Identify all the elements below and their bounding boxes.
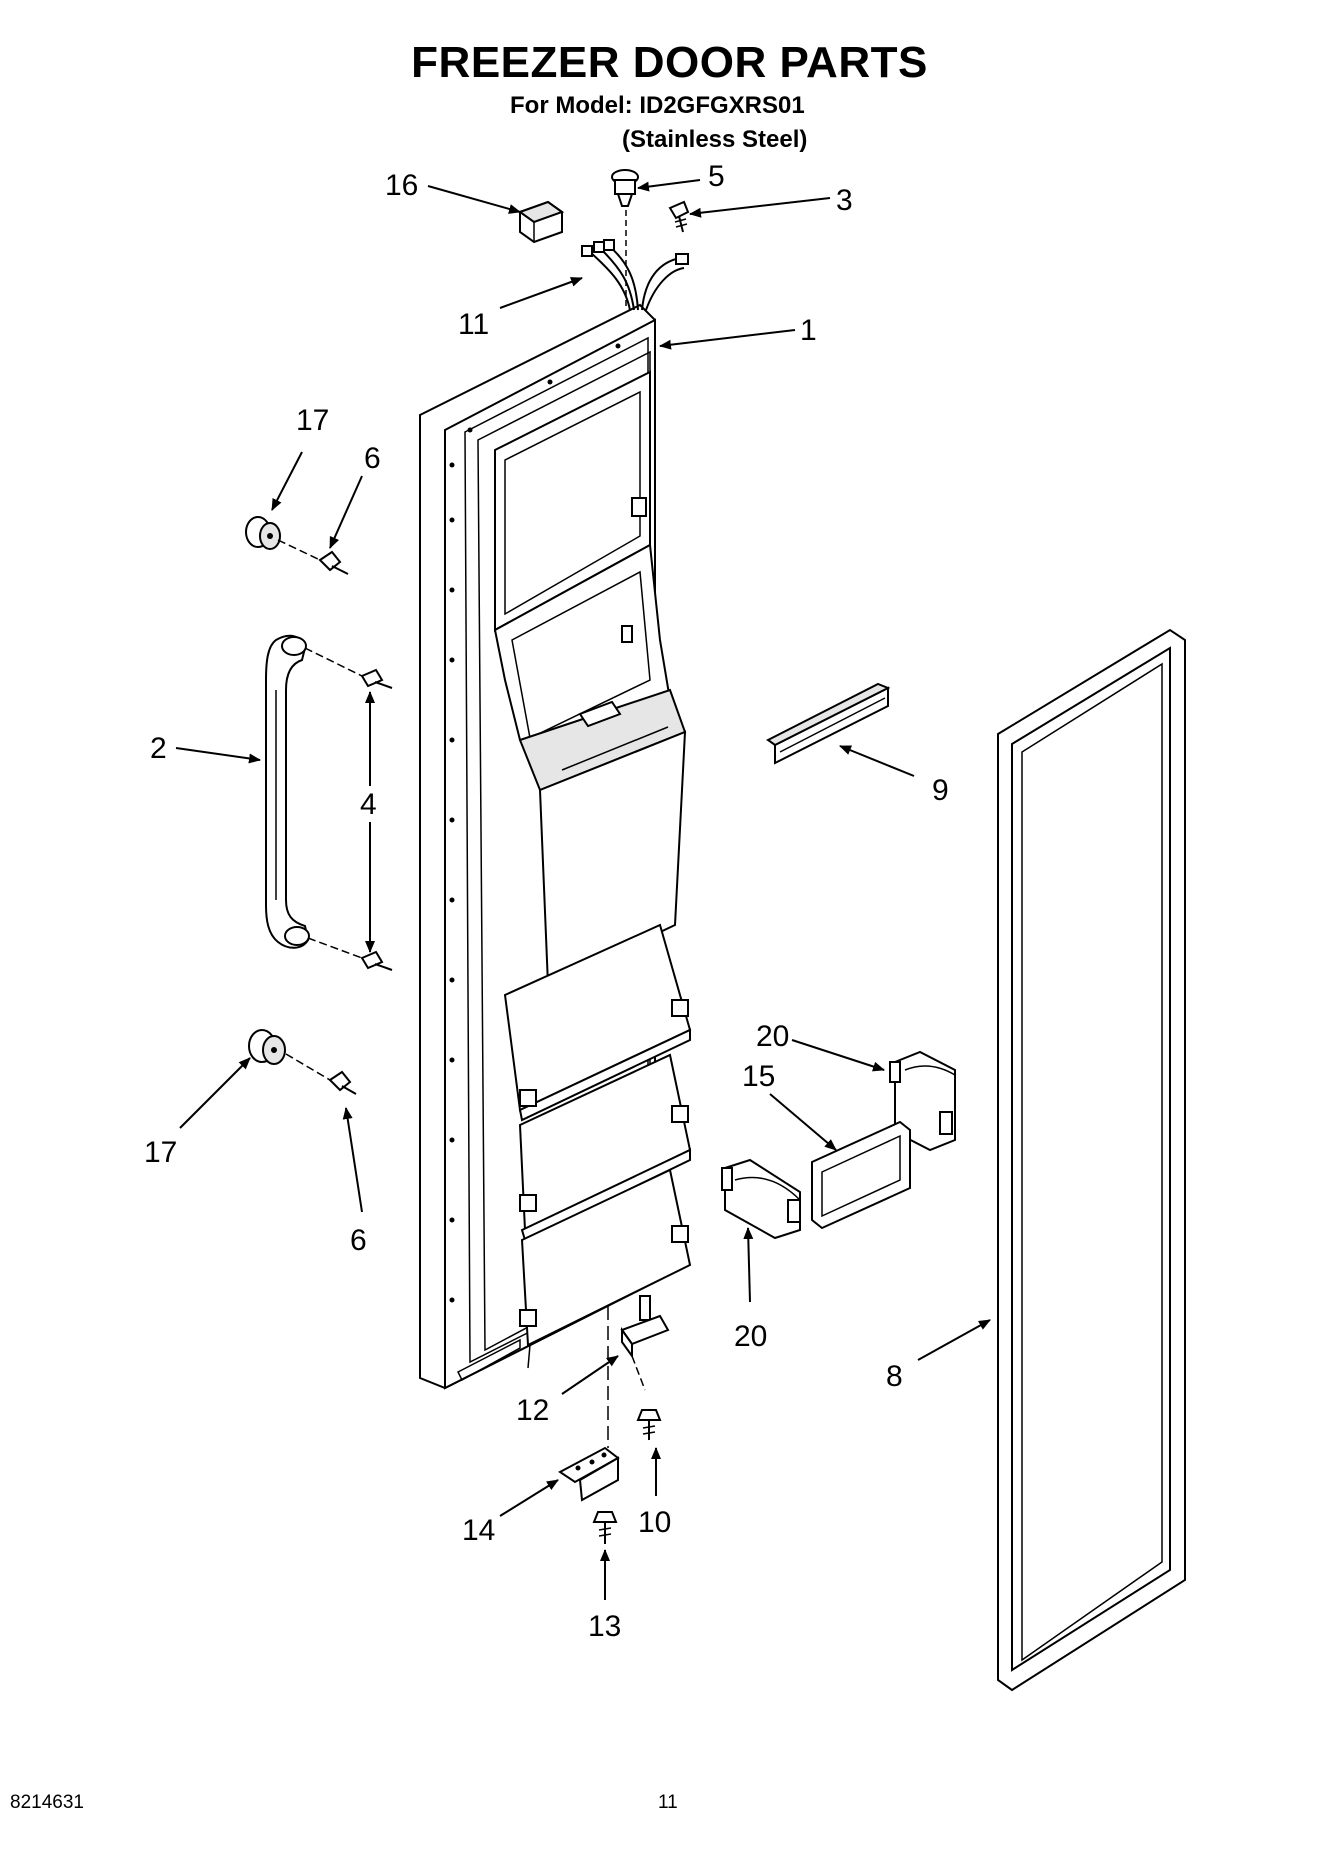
callout-10: 10 — [638, 1506, 671, 1539]
callout-20-lower: 20 — [734, 1320, 767, 1353]
callout-17-lower: 17 — [144, 1136, 177, 1169]
callout-6-lower: 6 — [350, 1224, 367, 1257]
callout-9: 9 — [932, 774, 949, 807]
callout-4: 4 — [360, 788, 377, 821]
part-8-gasket — [997, 628, 1186, 1692]
callout-13: 13 — [588, 1610, 621, 1643]
page-title: FREEZER DOOR PARTS — [411, 38, 928, 87]
document-number: 8214631 — [10, 1792, 84, 1813]
leader-arrows — [175, 179, 991, 1600]
part-15-tray — [811, 1120, 911, 1230]
callout-6-upper: 6 — [364, 442, 381, 475]
part-20-end-cap-upper — [889, 1050, 956, 1152]
part-10-screw — [636, 1409, 662, 1440]
callout-labels: 16 5 3 11 1 17 6 2 4 9 20 15 17 6 20 8 1… — [144, 160, 949, 1643]
part-12-hinge-pin — [620, 1295, 670, 1360]
model-finish: (Stainless Steel) — [622, 126, 808, 153]
callout-14: 14 — [462, 1514, 495, 1547]
callout-2: 2 — [150, 732, 167, 765]
part-3-screw — [668, 200, 690, 233]
callout-5: 5 — [708, 160, 725, 193]
part-17-spacer-lower — [248, 1029, 286, 1065]
part-14-hinge-plate — [558, 1446, 620, 1502]
part-20-end-cap-lower — [721, 1158, 801, 1240]
callout-12: 12 — [516, 1394, 549, 1427]
part-17-spacer-upper — [245, 516, 281, 550]
callout-16: 16 — [385, 169, 418, 202]
part-6-screw-upper — [318, 550, 349, 575]
part-5-plug — [611, 169, 639, 207]
callout-3: 3 — [836, 184, 853, 217]
part-9-trim — [766, 682, 891, 765]
door-screw-holes — [449, 343, 621, 1303]
model-number: For Model: ID2GFGXRS01 — [510, 92, 805, 119]
callout-11: 11 — [458, 308, 489, 341]
part-2-handle — [265, 634, 310, 949]
part-4-screw-upper — [360, 668, 393, 689]
part-13-screw — [592, 1511, 618, 1544]
part-16-connector — [517, 200, 565, 244]
part-4-screw-lower — [360, 950, 393, 971]
callout-1: 1 — [800, 314, 817, 347]
part-6-screw-lower — [328, 1070, 357, 1095]
freezer-door-assembly — [419, 303, 692, 1390]
door-shelves — [503, 923, 692, 1369]
page-number: 11 — [658, 1792, 678, 1813]
part-11-wire-harness — [581, 210, 689, 311]
callout-17-upper: 17 — [296, 404, 329, 437]
callout-8: 8 — [886, 1360, 903, 1393]
callout-20-upper: 20 — [756, 1020, 789, 1053]
callout-15: 15 — [742, 1060, 775, 1093]
